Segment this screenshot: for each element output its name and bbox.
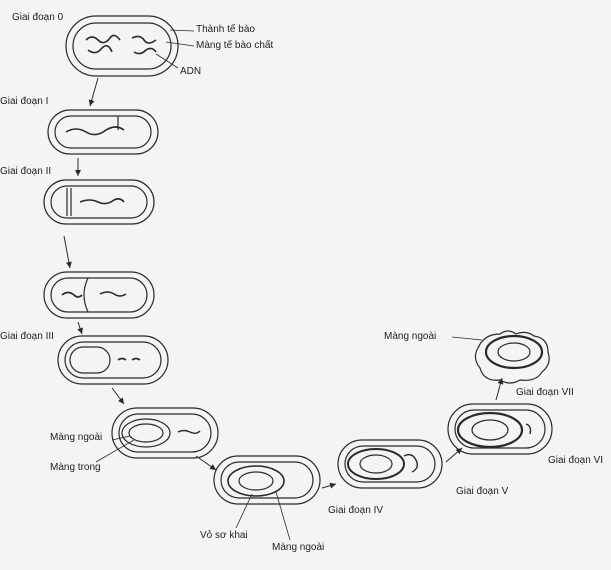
arrow-2-engulf — [63, 235, 72, 269]
cell-stage-3 — [57, 335, 169, 385]
leader-outer-membrane-3 — [451, 336, 483, 341]
label-outer-membrane-2: Màng ngoài — [272, 542, 325, 553]
label-outer-membrane-3: Màng ngoài — [384, 331, 437, 342]
leader-cell-wall — [169, 29, 195, 32]
arrow-3-forespore — [111, 387, 125, 405]
arrow-4-6 — [445, 447, 463, 463]
label-outer-membrane-1: Màng ngoài — [50, 432, 103, 443]
cell-stage-2 — [43, 179, 155, 225]
label-cortex: Vỏ sơ khai — [200, 530, 248, 541]
label-inner-membrane: Màng trong — [50, 462, 101, 473]
label-stage-1: Giai đoạn I — [0, 96, 49, 107]
label-stage-7: Giai đoạn VII — [516, 387, 574, 398]
cell-cortex — [213, 455, 321, 505]
cell-engulfment — [43, 271, 155, 319]
arrow-6-7 — [495, 377, 504, 401]
label-stage-2: Giai đoạn II — [0, 166, 52, 177]
leader-inner-membrane — [95, 439, 135, 463]
cell-stage-6 — [447, 403, 553, 455]
arrow-forespore-cortex — [195, 455, 217, 471]
leader-outer-membrane-1 — [111, 435, 131, 441]
leader-dna — [155, 53, 179, 69]
label-cell-membrane: Màng tế bào chất — [196, 40, 274, 51]
label-stage-6: Giai đoạn VI — [548, 455, 604, 466]
leader-cortex — [235, 493, 253, 529]
label-stage-3: Giai đoạn III — [0, 331, 54, 342]
cell-forespore — [111, 407, 219, 459]
arrow-0-1 — [88, 77, 99, 107]
label-stage-0: Giai đoạn 0 — [12, 12, 64, 23]
leader-cell-membrane — [165, 41, 195, 47]
arrow-cortex-4 — [321, 482, 337, 489]
leader-outer-membrane-2 — [275, 491, 291, 541]
label-dna: ADN — [180, 66, 202, 77]
cell-stage-0 — [65, 15, 179, 77]
label-stage-4: Giai đoạn IV — [328, 505, 384, 516]
free-spore-stage-7 — [474, 330, 550, 384]
label-stage-5: Giai đoạn V — [456, 486, 509, 497]
label-cell-wall: Thành tế bào — [196, 24, 255, 35]
arrow-engulf-3 — [77, 321, 83, 335]
cell-stage-1 — [47, 109, 159, 155]
cell-stage-4 — [337, 439, 443, 489]
